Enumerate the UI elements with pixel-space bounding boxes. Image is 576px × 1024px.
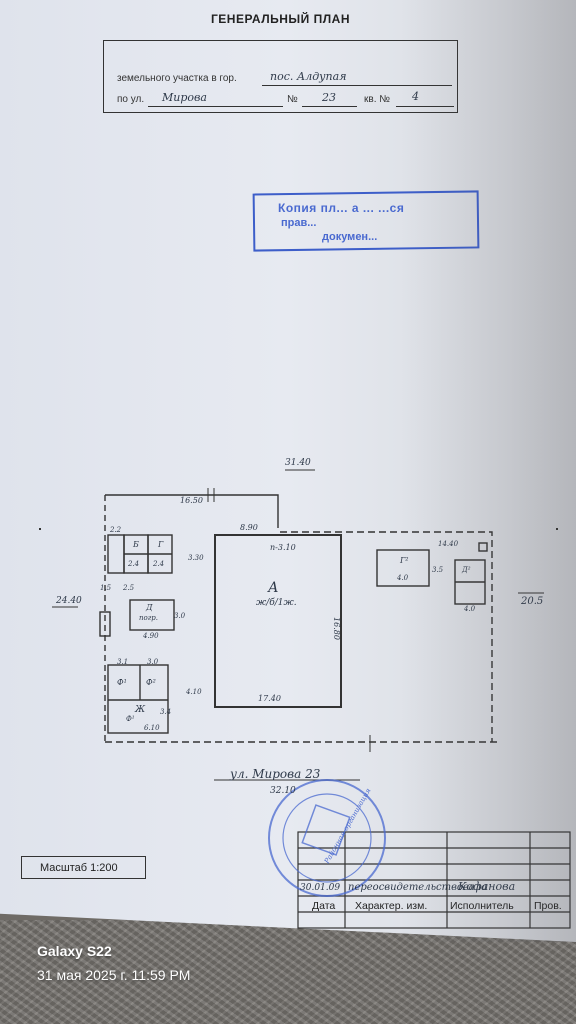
scale-label: Масштаб 1:200 [40,862,118,874]
dim-left-depth: 24.40 [56,596,82,606]
dim-top-width: 31.40 [285,458,311,468]
small-label-17: 3.4 [160,708,172,716]
main-house-sub: ж/б/1ж. [256,598,297,608]
small-label-6: погр. [139,614,158,622]
small-label-0: 2.2 [110,526,122,534]
cellar [129,599,175,631]
small-label-9: 3.0 [174,612,186,620]
outbuilding-g2 [376,549,430,587]
title-kv: 4 [412,90,419,103]
scale-box [21,856,146,879]
small-label-18: Г² [400,556,409,565]
offset-1640: 14.40 [438,540,459,548]
small-label-15: Ф¹ [126,715,135,723]
title-line2-prefix: по ул. [117,94,145,105]
gate-post [99,611,111,637]
small-label-22: 1.5 [100,584,112,592]
timestamp-watermark: 31 мая 2025 г. 11:59 PM [37,967,191,983]
col-date: Дата [312,900,336,912]
copy-stamp-line2: прав... [281,217,317,229]
lot-boundary-right [280,531,493,742]
title-kv-label: кв. № [364,94,390,105]
small-label-23: 3.5 [432,566,444,574]
site-plan-drawing [39,469,571,929]
small-label-5: Д [146,603,153,612]
main-house-label: А [268,580,279,596]
col-exec: Исполнитель [450,900,514,912]
carpet-background [0,920,576,1024]
main-house-top: п-3.10 [270,543,296,552]
title-line1-underline [262,85,452,86]
title-num-underline [302,106,357,107]
main-house [214,534,342,708]
copy-stamp-line1: Копия пл... а ... ...ся [278,201,405,215]
small-label-21: 4.0 [464,605,476,613]
col-change: Характер. изм. [355,900,428,912]
small-label-13: Ф² [146,678,156,687]
street-caption: ул. Мирова 23 [230,767,321,781]
col-check: Пров. [534,900,562,912]
small-label-14: Ж [135,705,146,715]
offset-890: 8.90 [240,523,258,532]
device-watermark: Galaxy S22 [37,943,112,959]
offset-410: 4.10 [186,688,202,696]
small-label-8: 2.5 [123,584,135,592]
dim-bottom-width: 32.10 [270,786,296,796]
title-street: Мирова [162,91,207,104]
plan-heading: ГЕНЕРАЛЬНЫЙ ПЛАН [210,12,351,26]
dim-right-depth: 20.5 [521,596,544,607]
left-wall-small [107,534,125,574]
small-label-7: 4.90 [143,632,159,640]
paper-sheet [0,0,576,942]
small-label-19: 4.0 [397,574,409,582]
main-house-bottom: 17.40 [258,694,281,703]
round-stamp [268,779,386,897]
copy-stamp-line3: докумен... [322,231,378,243]
title-line1-print: земельного участка в гор. [117,73,237,84]
title-street-underline [148,106,283,107]
small-label-2: Г [158,540,164,549]
sign-date: 30.01.09 [300,883,341,893]
small-label-1: Б [133,540,139,549]
small-label-3: 2.4 [128,560,140,568]
small-label-20: Д² [462,566,471,574]
sign-performer: Кофанова [458,880,516,893]
offset-330: 3.30 [188,554,204,562]
dim-top-partial: 16.50 [180,496,203,505]
main-house-side: 16.80 [331,617,341,640]
small-label-16: 6.10 [144,724,160,732]
small-label-11: 3.0 [147,658,159,666]
title-num-label: № [287,94,298,105]
small-label-10: 3.1 [117,658,129,666]
small-label-4: 2.4 [153,560,165,568]
lot-boundary-top [105,494,279,528]
title-block [103,40,458,113]
title-kv-underline [396,106,454,107]
sign-role: переосвидетельствовала [348,882,488,893]
title-line1-hand: пос. Алдупая [270,70,347,83]
outbuilding-f [107,664,169,734]
well-marker [478,542,488,552]
small-label-12: Ф¹ [117,678,127,687]
title-num: 23 [322,91,336,104]
